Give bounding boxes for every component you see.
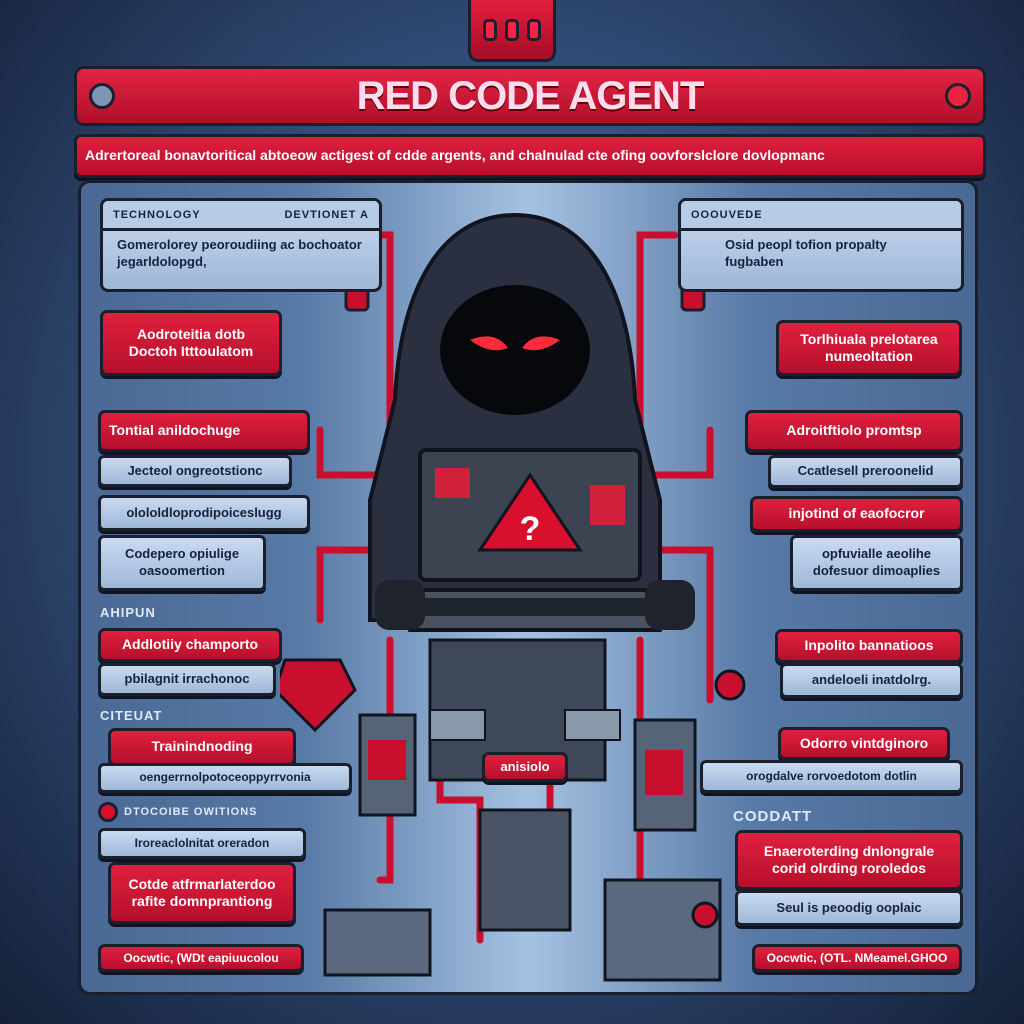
card-header-right: DEVTIONET A [284,208,369,221]
warning-icon [477,472,583,552]
subtitle-bar: Adrertoreal bonavtoritical abtoeow actig… [74,134,986,178]
left-group3-header: Tontial anildochuge [98,410,310,452]
card-body: Osid peopl tofion propalty fugbaben [725,237,887,269]
right-card-1: OOOUVEDE Osid peopl tofion propalty fugb… [678,198,964,292]
hooded-agent-illustration: ? [280,212,746,982]
close-button[interactable] [945,83,971,109]
red-dot-icon [98,802,118,822]
left-label-5: CITEUAT [100,708,163,723]
left-card-2: Aodroteitia dotb Doctoh Itttoulatom [100,310,282,376]
right-group3-header: Adroitftiolo promtsp [745,410,963,452]
eye-right [522,336,560,351]
right-card-2: Torlhiuala prelotarea numeoltation [776,320,962,376]
center-tag-label: anisiolo [500,758,550,774]
center-tag: anisiolo [482,752,568,782]
right-group4-item: andeloeli inatdolrg. [780,663,963,698]
left-label-4: AHIPUN [100,605,156,620]
subtitle: Adrertoreal bonavtoritical abtoeow actig… [85,147,825,164]
card-body: Gomerolorey peoroudiing ac bochoator jeg… [117,237,362,269]
right-group6-item: Seul is peoodig ooplaic [735,890,963,926]
control-unit [323,908,432,977]
right-group3-item: opfuvialle aeolihe dofesuor dimoaplies [790,535,963,591]
left-group5-header: Trainindnoding [108,728,296,766]
left-group4-item: pbilagnit irrachonoc [98,663,276,696]
left-group3-item: Jecteol ongreotstionc [98,455,292,487]
tab-dot-icon [483,18,497,41]
tab-dot-icon [505,18,519,41]
right-group5-item: orogdalve rorvoedotom dotlin [700,760,963,793]
hand-right [645,580,695,630]
left-group6-body: Cotde atfrmarlaterdoo rafite domnprantio… [108,862,296,924]
left-group6-item: Iroreaclolnitat oreradon [98,828,306,859]
card-header: TECHNOLOGY [113,208,201,221]
window-top-tab [468,0,556,62]
card-header: OOOUVEDE [691,208,763,221]
machine-base [478,808,572,932]
title-bar: RED CODE AGENT [74,66,986,126]
warning-glyph: ? [520,510,541,548]
right-group6-body: Enaeroterding dnlongrale corid olrding r… [735,830,963,890]
left-card-technology: TECHNOLOGY DEVTIONET A Gomerolorey peorou… [100,198,382,292]
tab-dot-icon [527,18,541,41]
eye-left [470,336,508,351]
gem-device [280,658,357,733]
minimize-button[interactable] [89,83,115,109]
right-footer: Oocwtic, (OTL. NMeamel.GHOO [752,944,962,972]
hand-left [375,580,425,630]
left-label-6: DTOCOIBE OWITIONS [124,806,258,818]
right-group4-header: Inpolito bannatioos [775,629,963,663]
right-group3-item: injotind of eaofocror [750,496,963,532]
red-node-icon [714,669,746,701]
right-label-6: CODDATT [733,808,813,825]
left-group5-item: oengerrnolpotoceoppyrrvonia [98,763,352,793]
right-group3-item: Ccatlesell preroonelid [768,455,963,488]
face-shadow [440,285,590,415]
left-group4-header: Addlotiiy champorto [98,628,282,662]
window-title: RED CODE AGENT [356,73,705,118]
right-group5-header: Odorro vintdginoro [778,727,950,760]
left-footer: Oocwtic, (WDt eapiuucolou [98,944,304,972]
left-group3-item: olololdloprodipoiceslugg [98,495,310,531]
control-unit [603,878,722,982]
left-group3-item: Codepero opiulige oasoomertion [98,535,266,591]
